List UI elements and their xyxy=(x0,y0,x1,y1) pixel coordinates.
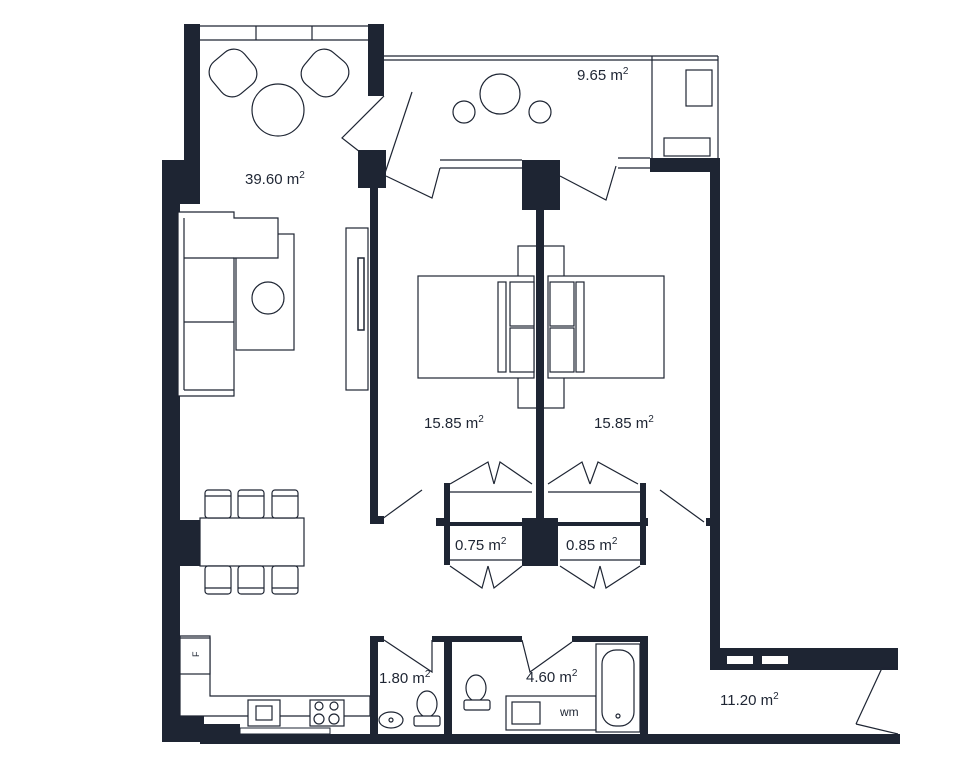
dining-table xyxy=(199,517,305,567)
wall-terrace-end xyxy=(892,650,898,666)
wall-wc-bath-divider xyxy=(444,636,452,742)
dining xyxy=(199,489,305,595)
door-wardrobe2-bottom xyxy=(559,565,641,589)
door-bedroom1 xyxy=(377,489,423,523)
door-wardrobe2-top xyxy=(547,461,639,485)
window-terrace-1 xyxy=(727,656,753,664)
armchair-left xyxy=(208,48,258,98)
wall-wc-left xyxy=(370,636,378,742)
door-balcony-living xyxy=(383,91,413,177)
kitchen xyxy=(179,635,371,727)
door-bedroom1-balcony xyxy=(385,167,441,199)
balcony-storage xyxy=(685,69,713,107)
wall-bedroom1-left xyxy=(370,186,378,522)
side-table xyxy=(251,281,285,315)
area-living: 39.60 m2 xyxy=(245,170,305,188)
area-wardrobe-2: 0.85 m2 xyxy=(566,536,618,554)
wall-wc-top-a xyxy=(370,636,384,642)
basin-bathroom xyxy=(511,701,541,725)
balcony-table-set xyxy=(452,69,713,157)
area-wardrobe-1: 0.75 m2 xyxy=(455,536,507,554)
sofa xyxy=(177,211,295,397)
wc-fixtures xyxy=(378,690,441,729)
door-bedroom2-balcony xyxy=(559,165,617,201)
room-labels: 39.60 m2 9.65 m2 15.85 m2 15.85 m2 0.75 … xyxy=(191,66,779,719)
wall-bath-right xyxy=(640,636,648,742)
bedroom-furniture xyxy=(417,244,665,410)
wall-terrace-top xyxy=(710,648,898,670)
door-wardrobe1-bottom xyxy=(449,565,523,590)
door-balcony-swing xyxy=(341,95,385,153)
wall-stub-1 xyxy=(370,516,384,524)
pillow-1b xyxy=(509,327,535,373)
tv-screen xyxy=(357,257,365,331)
balcony-chair-right xyxy=(528,100,552,124)
pillow-2a xyxy=(549,281,575,327)
area-bedroom-2: 15.85 m2 xyxy=(594,414,654,432)
doors xyxy=(341,91,705,674)
wall-left xyxy=(162,160,180,742)
door-wardrobe1-top xyxy=(449,461,533,485)
living-lounge xyxy=(208,48,350,137)
window-kitchen xyxy=(239,727,331,735)
area-wc: 1.80 m2 xyxy=(379,669,431,687)
area-bedroom-1: 15.85 m2 xyxy=(424,414,484,432)
wall-junction-top-left xyxy=(358,150,386,188)
area-terrace: 11.20 m2 xyxy=(720,691,779,709)
fridge-label: F xyxy=(191,651,201,657)
tv-unit xyxy=(345,227,369,391)
armchair-right xyxy=(300,48,350,98)
walls xyxy=(162,24,900,744)
door-bathroom xyxy=(521,639,573,674)
washing-machine-label: wm xyxy=(559,705,579,719)
balcony-table xyxy=(479,73,521,115)
balcony-bench xyxy=(663,137,711,157)
wall-balcony-corner xyxy=(650,158,720,172)
basin-wc xyxy=(378,711,404,729)
wall-left-step xyxy=(162,160,200,204)
wall-bath-top-b xyxy=(572,636,648,642)
fridge xyxy=(179,637,211,675)
wall-junction-top-mid xyxy=(522,160,560,210)
pillow-2b xyxy=(549,327,575,373)
wall-stub-4 xyxy=(706,518,720,526)
wall-bottom xyxy=(200,734,900,744)
coffee-table-round xyxy=(251,83,305,137)
kitchen-counter xyxy=(179,635,371,717)
bathroom-fixtures xyxy=(179,637,641,733)
balcony-chair-left xyxy=(452,100,476,124)
door-bedroom2 xyxy=(659,489,705,523)
wall-left-upper xyxy=(184,24,200,162)
wall-bedroom2-right xyxy=(710,164,720,670)
area-balcony: 9.65 m2 xyxy=(577,66,629,84)
wall-pier-dining xyxy=(175,520,200,566)
wall-bath-top-a xyxy=(432,636,522,642)
door-wc xyxy=(383,639,433,674)
toilet-bathroom xyxy=(465,674,487,702)
pillow-1a xyxy=(509,281,535,327)
outlines xyxy=(200,25,899,735)
wall-bottom-corner xyxy=(180,716,204,742)
toilet-wc xyxy=(416,690,438,718)
wall-stub-2 xyxy=(436,518,446,526)
window-terrace-2 xyxy=(762,656,788,664)
wall-wardrobe-top xyxy=(444,522,646,526)
wall-balcony-right xyxy=(368,24,384,96)
area-bathroom: 4.60 m2 xyxy=(526,668,578,686)
